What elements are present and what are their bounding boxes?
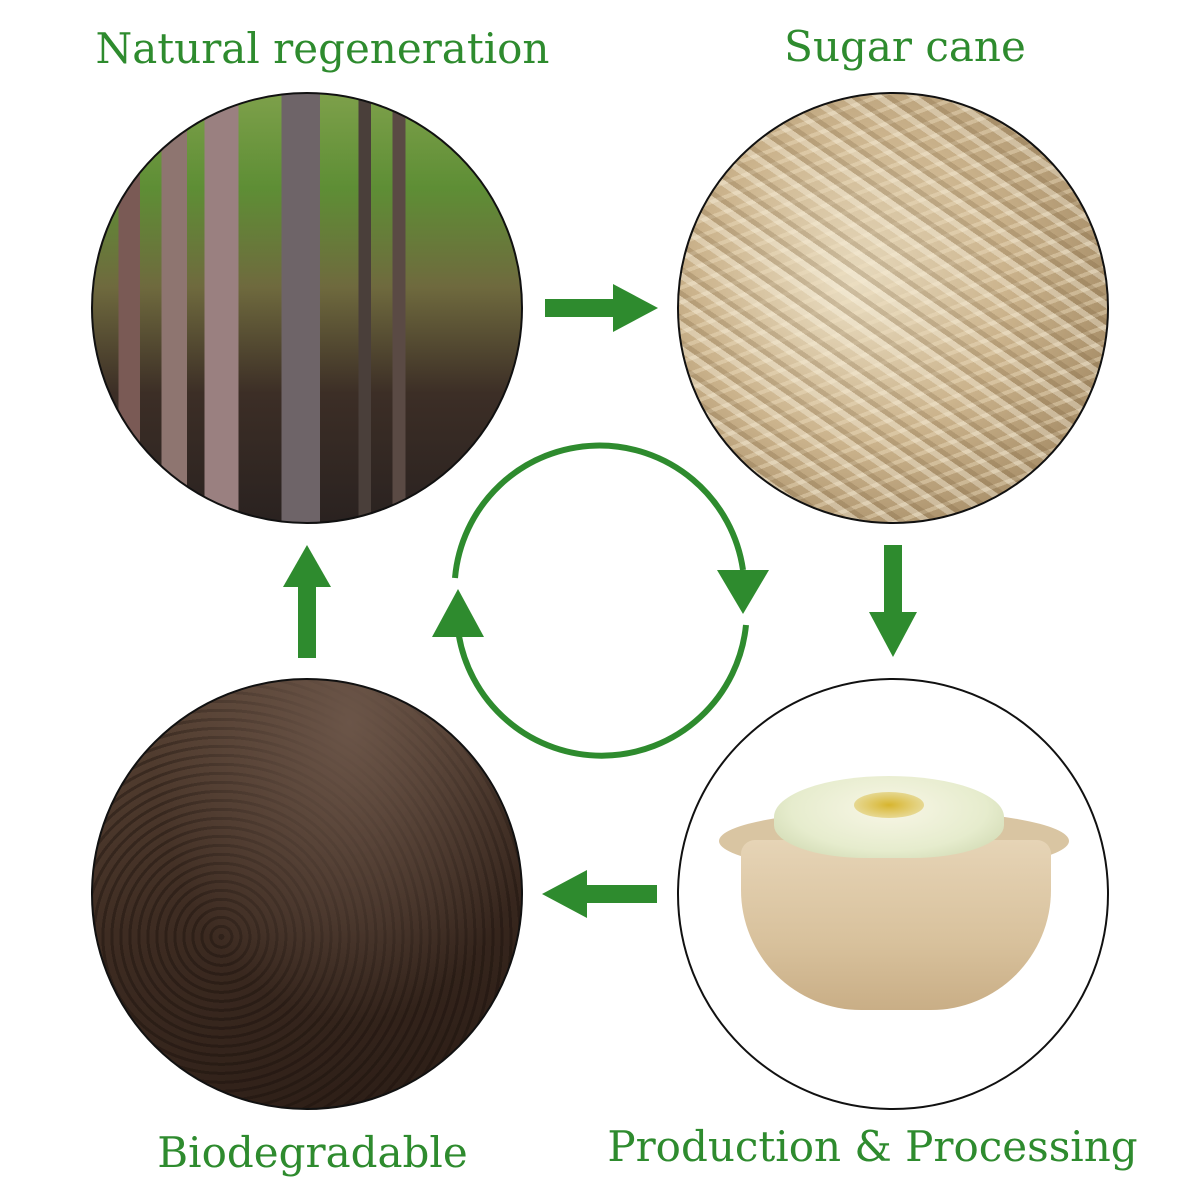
bagasse-fibers-photo: [677, 92, 1109, 524]
arrow-right-icon: [545, 284, 658, 332]
arrow-up-icon: [283, 545, 331, 658]
bowl-oil: [854, 792, 924, 818]
arrow-down-icon: [869, 545, 917, 657]
label-biodegradable: Biodegradable: [157, 1128, 468, 1177]
bagasse-bowl-photo: [677, 678, 1109, 1110]
label-production-processing: Production & Processing: [607, 1122, 1138, 1171]
arrow-left-icon: [542, 870, 657, 918]
label-sugar-cane: Sugar cane: [784, 22, 1026, 71]
cycle-icon: [432, 442, 769, 759]
soil-photo: [91, 678, 523, 1110]
sugar-cane-stalks-photo: [91, 92, 523, 524]
label-natural-regeneration: Natural regeneration: [95, 24, 550, 73]
bowl-body: [741, 840, 1051, 1010]
